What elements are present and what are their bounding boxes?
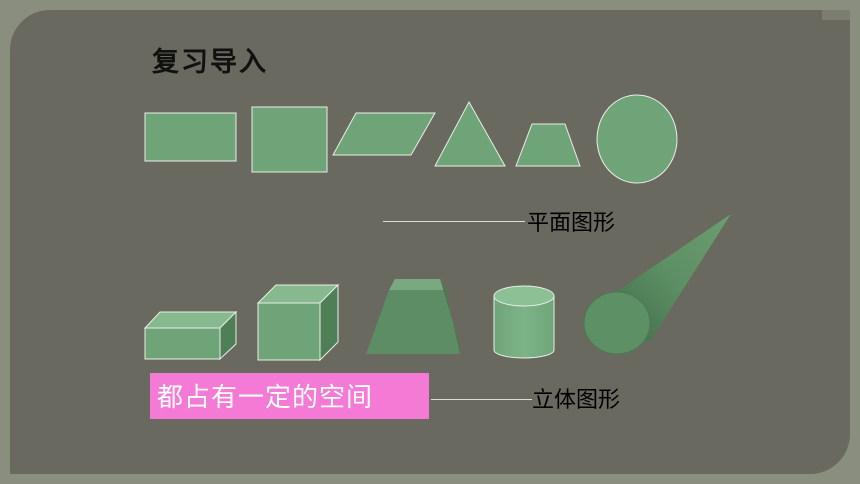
highlight-text: 都占有一定的空间 bbox=[157, 383, 374, 413]
frustum-shape bbox=[366, 279, 460, 354]
rectangle-shape bbox=[144, 112, 237, 162]
circle-shape bbox=[596, 94, 678, 184]
plane-leader-line bbox=[383, 221, 525, 222]
trapezoid-shape bbox=[515, 123, 581, 167]
slide-title: 复习导入 bbox=[152, 47, 268, 78]
cube-shape bbox=[256, 283, 340, 362]
plane-figures-label: 平面图形 bbox=[527, 211, 616, 236]
panel-corner-tab bbox=[822, 10, 850, 20]
parallelogram-shape bbox=[332, 112, 436, 156]
cylinder-shape bbox=[493, 285, 555, 359]
cone-shape bbox=[583, 214, 731, 355]
solid-figures-label: 立体图形 bbox=[532, 388, 621, 413]
highlight-box bbox=[150, 373, 429, 419]
cuboid-shape bbox=[143, 310, 238, 361]
triangle-shape bbox=[434, 100, 506, 167]
square-shape bbox=[251, 106, 328, 173]
solid-leader-line bbox=[431, 399, 532, 400]
